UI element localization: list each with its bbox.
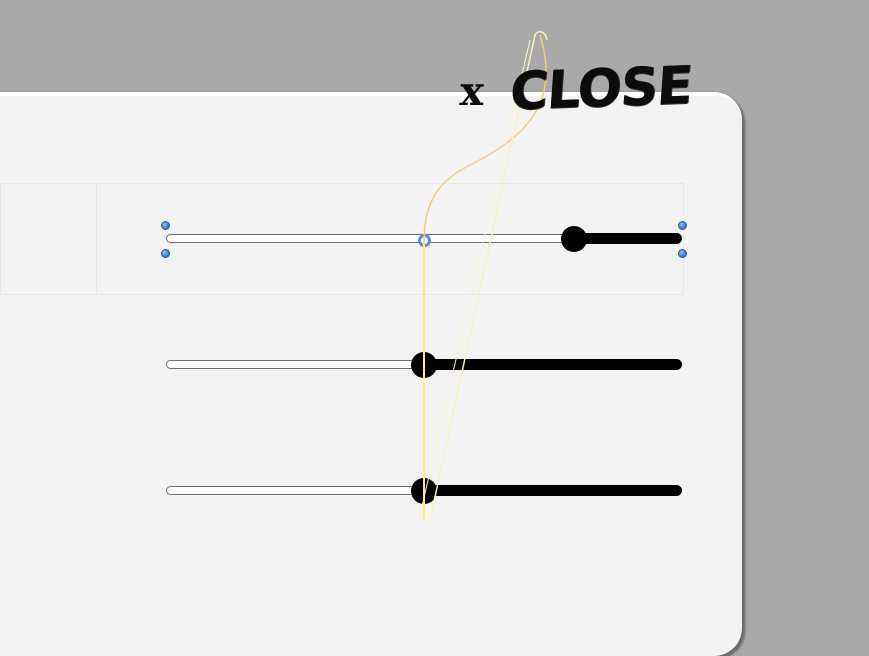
slider-thumb[interactable]	[411, 478, 437, 504]
resize-handle-top-left[interactable]	[161, 221, 170, 230]
close-button[interactable]: x CLOSE	[458, 56, 693, 123]
panel	[0, 92, 742, 656]
slider-3[interactable]	[166, 478, 684, 504]
resize-handle-top-right[interactable]	[678, 221, 687, 230]
slider-thumb[interactable]	[411, 352, 437, 378]
slider-fill	[424, 359, 682, 370]
resize-handle-bottom-left[interactable]	[161, 249, 170, 258]
close-label: CLOSE	[507, 55, 694, 123]
slider-fill	[424, 485, 682, 496]
selection-box	[0, 183, 684, 295]
selection-divider	[96, 183, 97, 295]
close-icon: x	[458, 68, 487, 115]
resize-handle-bottom-right[interactable]	[678, 249, 687, 258]
center-handle[interactable]	[418, 234, 431, 247]
slider-fill	[574, 233, 682, 244]
slider-2[interactable]	[166, 352, 684, 378]
slider-thumb[interactable]	[561, 226, 587, 252]
